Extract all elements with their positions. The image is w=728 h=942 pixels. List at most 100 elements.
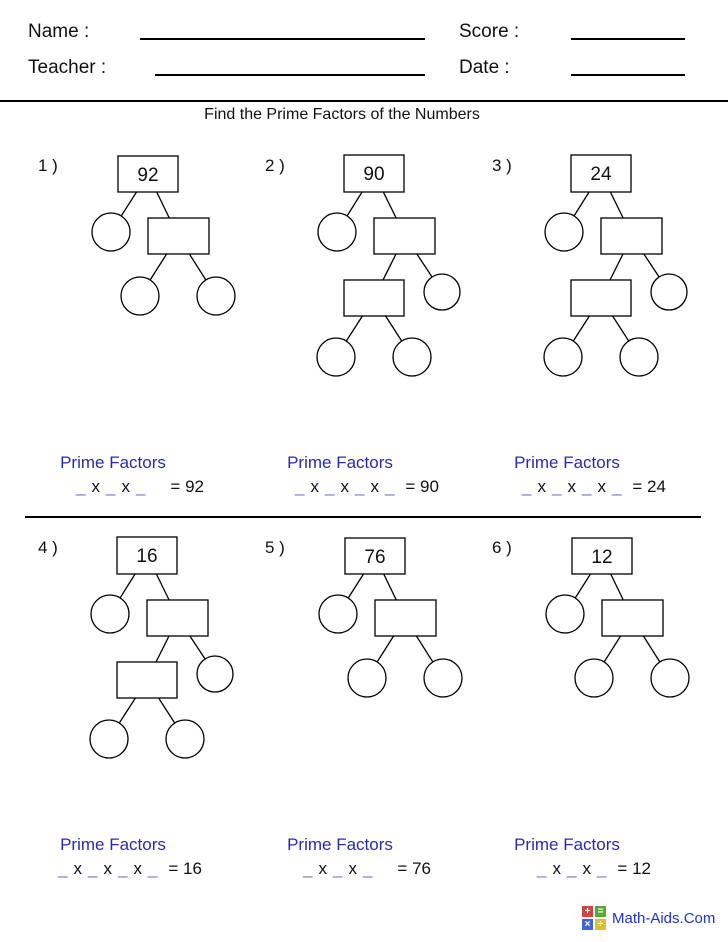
root-factor-box <box>344 537 406 575</box>
problem-number: 1 ) <box>38 156 58 175</box>
top-divider <box>0 100 728 102</box>
answer-blank: _ <box>581 477 592 496</box>
equation-result: = 90 <box>405 477 439 496</box>
composite-box <box>374 599 437 637</box>
brand-name: Math-Aids.Com <box>612 909 716 927</box>
answer-blank: _ <box>362 859 373 878</box>
answer-blank: _ <box>332 859 343 878</box>
answer-blank: _ <box>552 477 562 496</box>
logo-operator-square: = <box>595 906 606 917</box>
score-label: Score : <box>459 21 520 42</box>
prime-circle <box>90 594 130 634</box>
date-label: Date : <box>459 57 510 78</box>
factor-equation: _x_x_= 76 <box>303 859 431 878</box>
root-number: 12 <box>591 547 612 568</box>
name-label: Name : <box>28 21 90 42</box>
problem-cell-1: 1 ) 92 <box>28 150 241 390</box>
prime-circle <box>165 719 205 759</box>
answer-blank: _ <box>537 859 547 878</box>
prime-circle <box>650 658 690 698</box>
prime-circle <box>91 212 131 252</box>
prime-factors-label: Prime Factors <box>60 453 166 472</box>
brand-logo: +=×÷ Math-Aids.Com <box>582 906 715 930</box>
answer-blank: _ <box>295 477 305 496</box>
composite-box <box>147 217 210 255</box>
composite-box <box>343 279 405 317</box>
root-number: 76 <box>364 547 385 568</box>
prime-circle <box>196 276 236 316</box>
middle-divider <box>25 516 701 518</box>
teacher-label: Teacher : <box>28 57 107 78</box>
problem-number: 3 ) <box>492 156 512 175</box>
prime-circle <box>120 276 160 316</box>
prime-circle <box>318 594 358 634</box>
equation-result: = 12 <box>617 859 651 878</box>
factor-tree-svg: 92 <box>91 155 236 316</box>
answer-blank: _ <box>117 859 128 878</box>
prime-circle <box>423 273 461 311</box>
prime-circle <box>574 658 614 698</box>
answer-blank: _ <box>76 477 86 496</box>
problem-number: 4 ) <box>38 538 58 557</box>
root-factor-box <box>343 154 405 193</box>
factor-equation: _x_x_= 12 <box>537 859 651 878</box>
prime-circle <box>650 273 688 311</box>
factor-tree-svg: 16 <box>89 536 234 759</box>
prime-circle <box>196 655 234 693</box>
factor-equation: _x_x_x_= 90 <box>295 477 439 496</box>
composite-box <box>116 661 178 699</box>
answer-blank: _ <box>88 859 98 878</box>
score-underline <box>571 38 685 40</box>
answer-blank: _ <box>354 477 365 496</box>
root-number: 92 <box>137 165 158 186</box>
factor-equation: _x_x_= 92 <box>76 477 204 496</box>
problem-cell-6: 6 ) 12 <box>482 532 695 772</box>
logo-operator-square: × <box>582 919 593 930</box>
problem-cell-3: 3 ) 24 <box>482 150 695 390</box>
answer-blank: _ <box>147 859 158 878</box>
factor-tree-svg: 24 <box>543 154 688 377</box>
composite-box <box>600 217 663 255</box>
logo-operator-square: + <box>582 906 593 917</box>
factor-equation: _x_x_x_= 16 <box>58 859 202 878</box>
composite-box <box>601 599 664 637</box>
answer-blank: _ <box>303 859 313 878</box>
name-underline <box>140 38 425 40</box>
problem-number: 2 ) <box>265 156 285 175</box>
answer-blank: _ <box>58 859 68 878</box>
prime-factors-label: Prime Factors <box>514 835 620 854</box>
prime-circle <box>619 337 659 377</box>
root-factor-box <box>571 537 633 575</box>
answer-blank: _ <box>596 859 607 878</box>
prime-circle <box>316 337 356 377</box>
root-number: 16 <box>136 546 157 567</box>
worksheet-title: Find the Prime Factors of the Numbers <box>204 106 480 123</box>
root-number: 90 <box>363 164 384 185</box>
problem-cell-5: 5 ) 76 <box>255 532 468 772</box>
answer-blank: _ <box>522 477 532 496</box>
factor-tree-svg: 76 <box>318 537 463 698</box>
prime-factors-label: Prime Factors <box>514 453 620 472</box>
prime-circle <box>423 658 463 698</box>
prime-circle <box>347 658 387 698</box>
prime-factors-label: Prime Factors <box>287 453 393 472</box>
problem-cell-2: 2 ) 90 <box>255 150 468 390</box>
answer-blank: _ <box>566 859 577 878</box>
answer-blank: _ <box>105 477 116 496</box>
answer-blank: _ <box>611 477 622 496</box>
composite-box <box>570 279 632 317</box>
root-number: 24 <box>590 164 612 185</box>
prime-circle <box>545 594 585 634</box>
teacher-underline <box>155 74 425 76</box>
root-factor-box <box>570 154 632 193</box>
date-underline <box>571 74 685 76</box>
prime-circle <box>543 337 583 377</box>
problem-number: 5 ) <box>265 538 285 557</box>
composite-box <box>373 217 436 255</box>
problem-number: 6 ) <box>492 538 512 557</box>
factor-tree-svg: 90 <box>316 154 461 377</box>
prime-circle <box>392 337 432 377</box>
answer-blank: _ <box>135 477 146 496</box>
equation-result: = 24 <box>632 477 666 496</box>
